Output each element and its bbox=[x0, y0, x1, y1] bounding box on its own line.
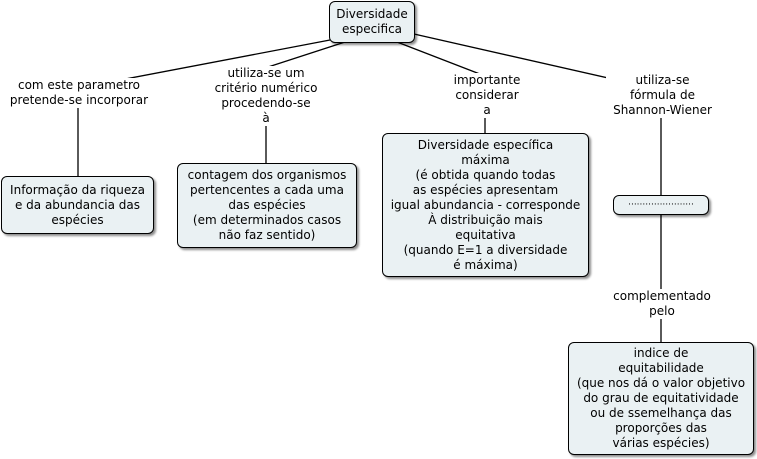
connector-root-third bbox=[396, 41, 486, 77]
root-node[interactable]: Diversidade especifica bbox=[329, 1, 415, 43]
node-diversidade-maxima[interactable]: Diversidade específica máxima (é obtida … bbox=[382, 133, 589, 277]
link-label-shannon: utiliza-se fórmula de Shannon-Wiener bbox=[606, 73, 719, 118]
node-contagem-organismos[interactable]: contagem dos organismos pertencentes a c… bbox=[177, 163, 357, 248]
link-label-considerar: importante considerar a bbox=[446, 73, 528, 118]
link-label-complementado: complementado pelo bbox=[608, 289, 716, 319]
link-label-criterio: utiliza-se um critério numérico proceden… bbox=[205, 66, 327, 126]
node-formula-placeholder[interactable]: ······················· bbox=[613, 195, 709, 215]
node-indice-equitabilidade[interactable]: indice de equitabilidade (que nos dá o v… bbox=[568, 342, 754, 455]
link-label-incorporar: com este parametro pretende-se incorpora… bbox=[0, 78, 158, 108]
node-informacao-riqueza[interactable]: Informação da riqueza e da abundancia da… bbox=[1, 176, 154, 234]
connector-root-second bbox=[264, 41, 346, 69]
